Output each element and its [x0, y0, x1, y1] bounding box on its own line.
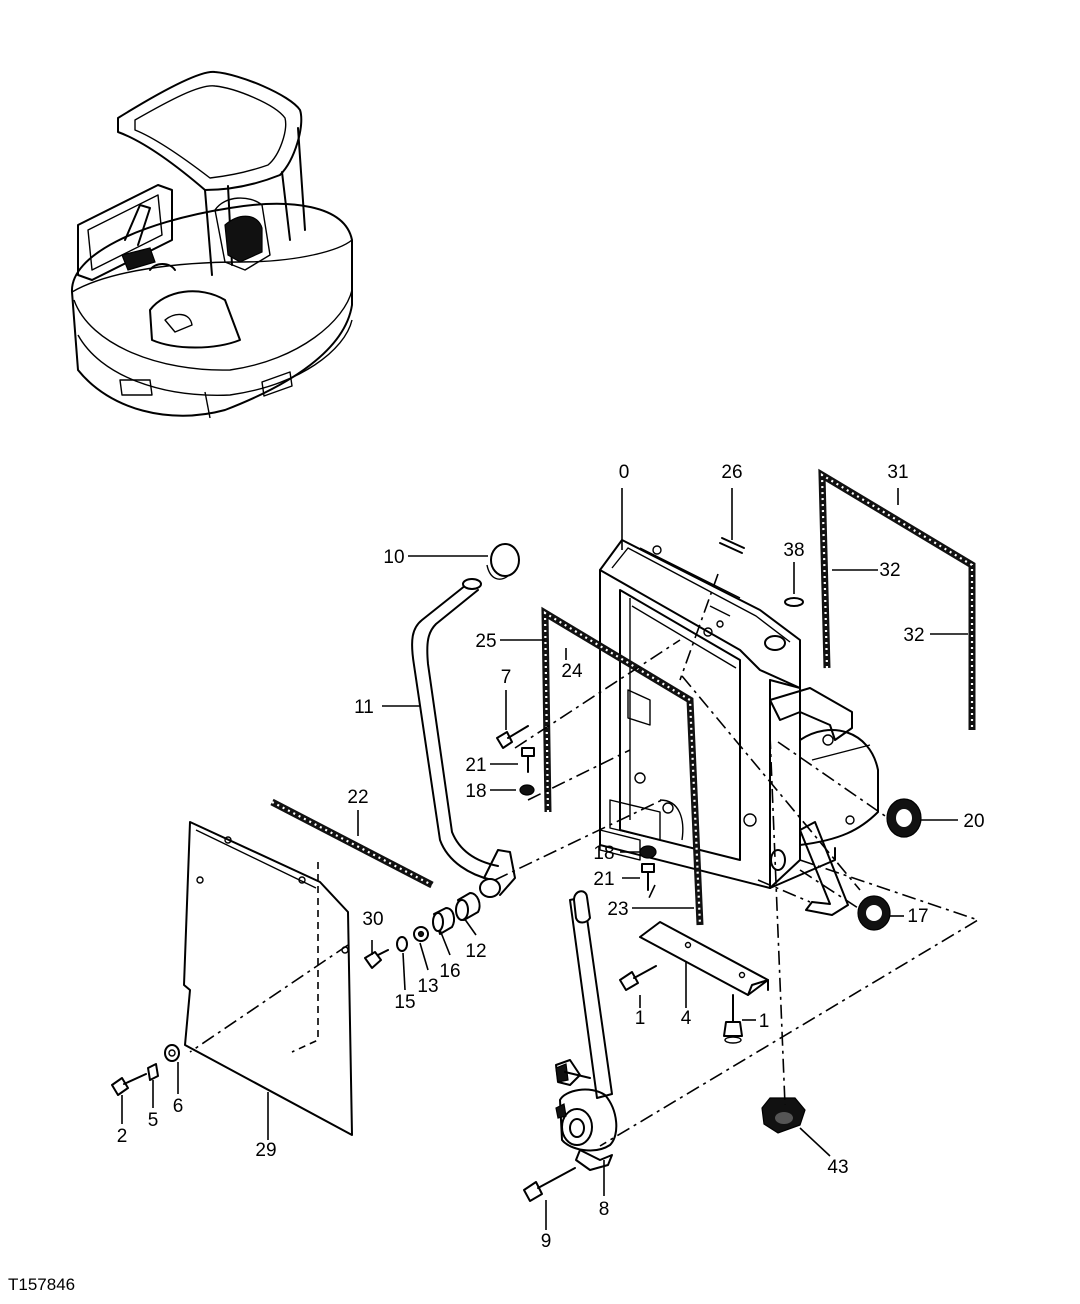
- machine-overview: [70, 70, 353, 419]
- callout-labels: 0 26 31 38 32 32 10 25 24 7 11 21 18 22 …: [117, 462, 985, 1252]
- control-box-frame: [599, 539, 879, 916]
- callout-9: 9: [541, 1231, 552, 1252]
- callout-30: 30: [362, 909, 383, 930]
- callout-10: 10: [383, 547, 404, 568]
- callout-21-upper: 21: [465, 755, 486, 776]
- callout-21-lower: 21: [593, 869, 614, 890]
- callout-1-right: 1: [759, 1011, 770, 1032]
- callout-17: 17: [907, 906, 928, 927]
- callout-25: 25: [475, 631, 496, 652]
- callout-29: 29: [255, 1140, 276, 1161]
- callout-16: 16: [439, 961, 460, 982]
- center-lines: [189, 573, 980, 1147]
- cover-plate: [183, 821, 353, 1136]
- callout-43: 43: [827, 1157, 848, 1178]
- callout-0: 0: [619, 462, 630, 483]
- callout-12: 12: [465, 941, 486, 962]
- callout-5: 5: [148, 1110, 159, 1131]
- callout-20: 20: [963, 811, 984, 832]
- callout-8: 8: [599, 1199, 610, 1220]
- callout-6: 6: [173, 1096, 184, 1117]
- callout-18-upper: 18: [465, 781, 486, 802]
- callout-2: 2: [117, 1126, 128, 1147]
- callout-32-right: 32: [903, 625, 924, 646]
- seal-strips: [270, 468, 976, 926]
- callout-4: 4: [681, 1008, 692, 1029]
- callout-1-left: 1: [635, 1008, 646, 1029]
- callout-31: 31: [887, 462, 908, 483]
- callout-18-lower: 18: [593, 843, 614, 864]
- callout-7: 7: [501, 667, 512, 688]
- figure-reference: T157846: [8, 1275, 75, 1294]
- callout-11: 11: [354, 697, 374, 718]
- callout-38: 38: [783, 540, 804, 561]
- control-valve: [523, 890, 618, 1202]
- leader-lines: [121, 488, 968, 1230]
- small-hardware: [111, 537, 922, 1134]
- callout-13: 13: [417, 976, 438, 997]
- callout-23: 23: [607, 899, 628, 920]
- lever-handle: [411, 543, 520, 898]
- callout-26: 26: [721, 462, 742, 483]
- callout-24: 24: [561, 661, 583, 682]
- callout-32-top: 32: [879, 560, 900, 581]
- callout-15: 15: [394, 992, 415, 1013]
- mounting-bracket: [619, 921, 769, 1044]
- callout-22: 22: [347, 787, 368, 808]
